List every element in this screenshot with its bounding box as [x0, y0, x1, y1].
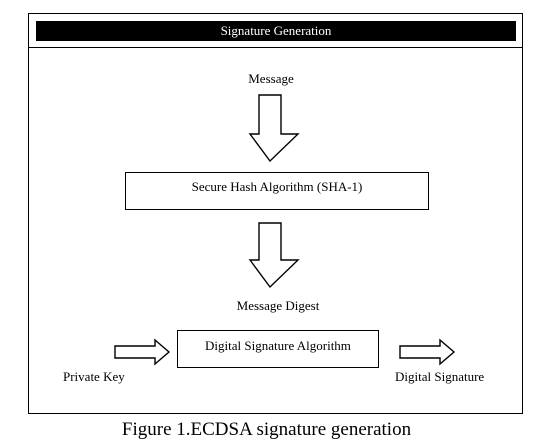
message-label: Message [248, 71, 294, 86]
right-arrow-digital-signature [399, 338, 456, 366]
down-arrow-hash-to-digest [248, 222, 300, 289]
message-digest-label: Message Digest [236, 298, 320, 313]
hash-algorithm-label: Secure Hash Algorithm (SHA-1) [191, 179, 363, 194]
signature-algorithm-box: Digital Signature Algorithm [177, 330, 379, 368]
digital-signature-label: Digital Signature [395, 369, 485, 384]
down-arrow-message-to-hash [248, 94, 300, 163]
diagram-title: Signature Generation [36, 21, 516, 41]
hash-algorithm-box: Secure Hash Algorithm (SHA-1) [125, 172, 429, 210]
right-arrow-private-key [114, 338, 171, 366]
private-key-label: Private Key [63, 369, 125, 384]
signature-algorithm-label: Digital Signature Algorithm [205, 338, 351, 353]
figure-caption: Figure 1.ECDSA signature generation [121, 419, 412, 440]
diagram-frame [28, 13, 523, 414]
title-divider [28, 47, 523, 48]
